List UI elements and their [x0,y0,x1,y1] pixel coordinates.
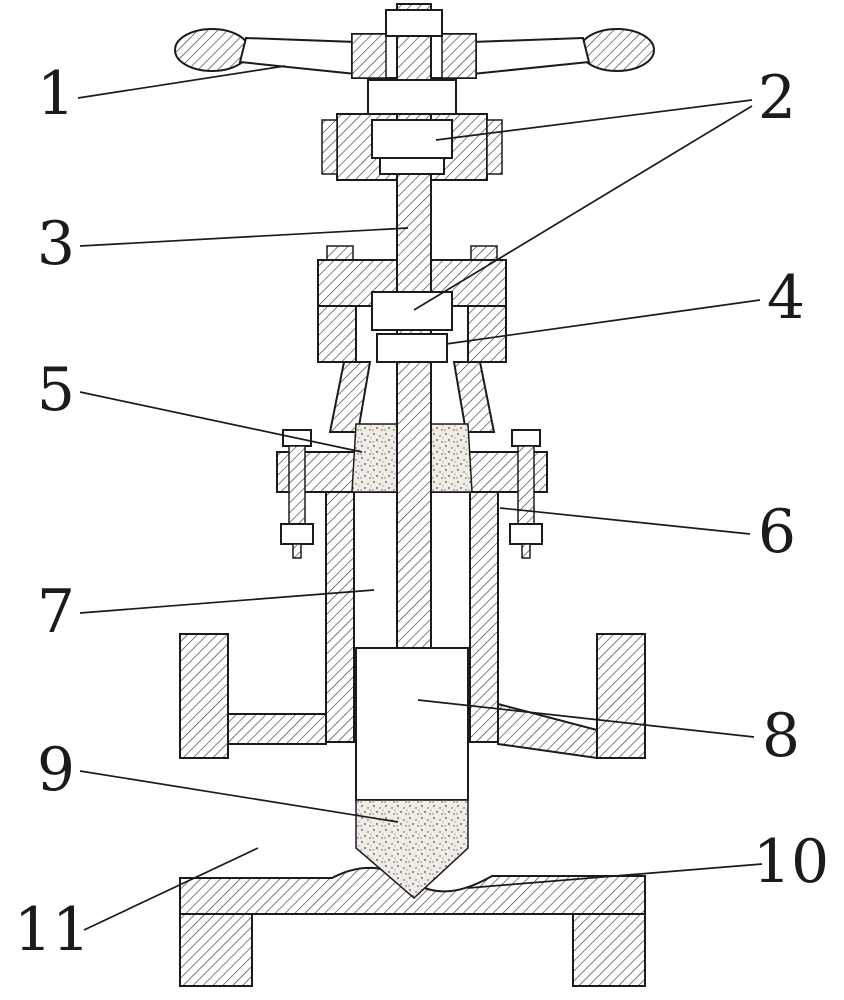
leader-line-9 [79,770,399,823]
callout-label-7: 7 [37,577,75,647]
callout-label-11: 11 [14,895,90,965]
bolt-shank [288,445,306,525]
bonnet-wall-right [469,491,499,743]
handwheel-retaining-nut [367,79,457,115]
valve-body [179,633,646,987]
bolt-nut [280,523,314,545]
yoke-stem-nut-collar [379,157,445,175]
handwheel-hub-left-section [351,33,387,79]
bonnet-wall-left [325,491,355,743]
bonnet-neck-left [328,361,372,433]
leader-line-7 [79,589,375,614]
handwheel [174,28,655,79]
leader-lines [77,65,763,931]
bonnet-neck-right [452,361,496,433]
handwheel-spoke-left [238,36,357,76]
bolt-nut [509,523,543,545]
stem-top-cap [385,9,443,37]
left-inlet-flange [179,633,229,759]
bottom-flange-left [179,913,253,987]
leader-line-1 [77,65,286,99]
bonnet-bolt-right [509,429,543,559]
leader-line-11 [83,847,259,931]
leader-line-3 [79,227,409,247]
handwheel-rim-left [174,28,250,72]
seat-wedge-region [355,799,469,900]
bottom-flange-right [572,913,646,987]
handwheel-spoke-right [471,36,591,76]
callout-label-5: 5 [37,355,75,425]
yoke-step-left [321,119,338,175]
gland-ring-lower [376,333,448,363]
stuffing-box-side-right [467,305,507,363]
bolt-stub [292,543,302,559]
leader-line-4 [445,299,761,345]
bolt-stub [521,543,531,559]
callout-label-8: 8 [762,701,800,771]
leader-line-2a [435,99,753,141]
leader-line-8 [417,699,755,738]
callout-labels: 1 2 3 4 5 6 7 8 9 10 11 [14,59,829,965]
callout-label-3: 3 [37,209,75,279]
callout-label-10: 10 [753,827,829,897]
bolt-cap [511,429,541,447]
yoke-step-right [486,119,503,175]
gland-ring-upper [371,291,453,331]
callout-label-9: 9 [37,735,75,805]
leader-line-5 [79,391,363,453]
stuffing-box-side-left [317,305,357,363]
stud-cap-left [326,245,354,261]
body-upper-wall-right [497,702,598,760]
handwheel-rim-right [579,28,655,72]
leader-line-10 [467,863,763,889]
gate-disc [355,647,469,801]
callout-label-2: 2 [758,63,796,133]
stud-cap-right [470,245,498,261]
leader-line-6 [499,507,751,535]
bonnet-bolt-left [280,429,314,559]
bolt-shank [517,445,535,525]
callout-label-6: 6 [758,497,796,567]
handwheel-hub-right-section [441,33,477,79]
leader-line-2b [413,105,753,311]
callout-label-4: 4 [767,263,805,333]
callout-label-1: 1 [37,59,75,129]
right-outlet-flange [596,633,646,759]
body-upper-wall-left [227,713,327,745]
